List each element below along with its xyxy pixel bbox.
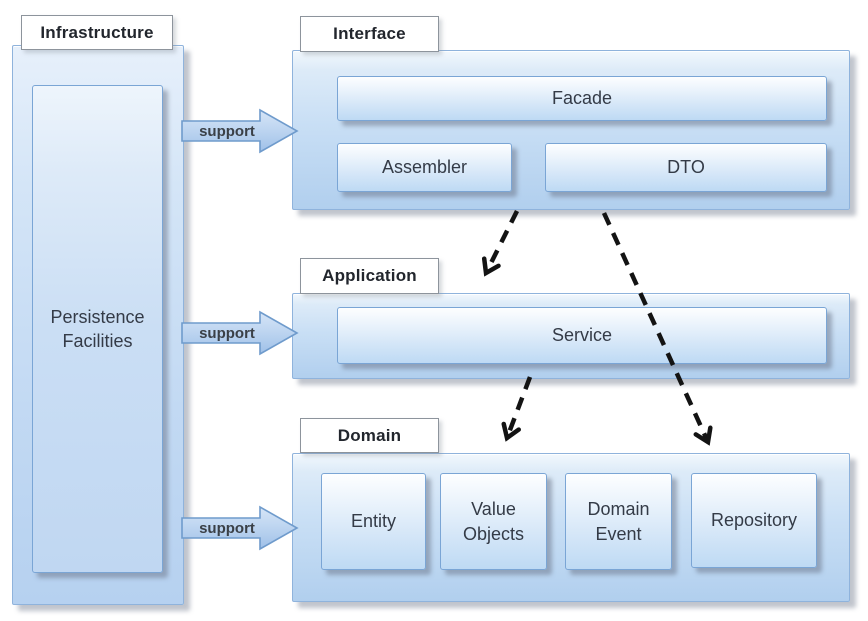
application-layer-label: Application (300, 258, 439, 294)
arrow-assembler-to-service (481, 209, 520, 277)
support-arrow-shape (181, 108, 299, 154)
repository-node: Repository (691, 473, 817, 568)
support-arrow-path (181, 505, 299, 551)
support-arrow-to-interface: support (181, 108, 300, 154)
support-arrow-path (181, 310, 299, 356)
support-arrow-to-domain: support (181, 505, 300, 551)
support-arrow-shape (181, 505, 299, 551)
support-arrow-shape (181, 310, 299, 356)
domain-event-node: Domain Event (565, 473, 672, 570)
dto-node: DTO (545, 143, 827, 192)
value-objects-node: Value Objects (440, 473, 547, 570)
domain-layer-label: Domain (300, 418, 439, 453)
entity-node: Entity (321, 473, 426, 570)
support-arrow-to-application: support (181, 310, 300, 356)
persistence-facilities-node: Persistence Facilities (32, 85, 163, 573)
support-arrow-text: support (199, 324, 255, 342)
support-arrow-text: support (199, 122, 255, 140)
arrow-service-to-domain (501, 376, 533, 442)
support-arrow-path (181, 108, 299, 154)
interface-layer-label: Interface (300, 16, 439, 52)
infrastructure-label: Infrastructure (21, 15, 173, 50)
assembler-node: Assembler (337, 143, 512, 192)
facade-node: Facade (337, 76, 827, 121)
service-node: Service (337, 307, 827, 364)
support-arrow-text: support (199, 519, 255, 537)
